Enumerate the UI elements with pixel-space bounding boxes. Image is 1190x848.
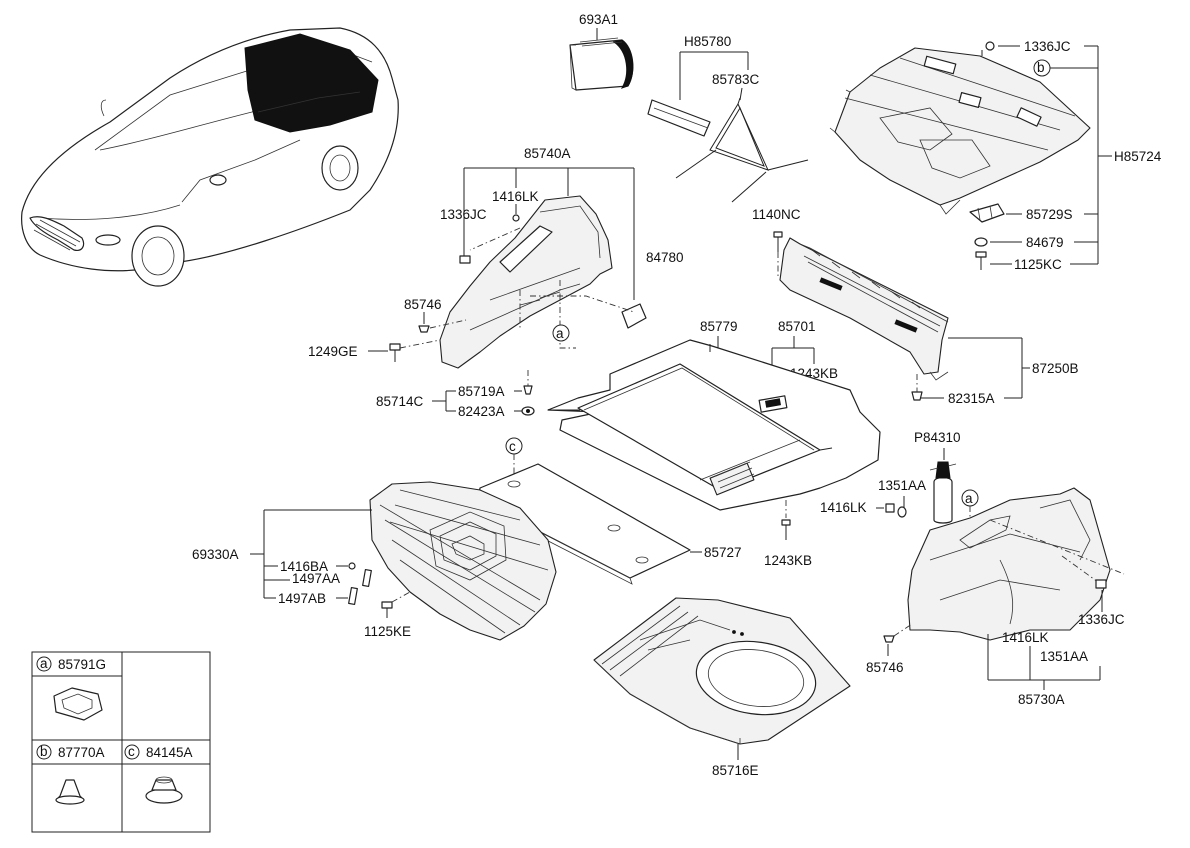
label-1351AA-top: 1351AA bbox=[878, 478, 926, 493]
spare-cover: 69330A 1416BA 1497AA 1497AB 1125KE bbox=[192, 481, 557, 641]
package-tray: 1336JC b H85724 85729S 84679 1125KC bbox=[829, 39, 1162, 272]
legend-b-callout: b bbox=[40, 744, 48, 759]
label-85719A: 85719A bbox=[458, 384, 505, 399]
label-1336JC-top: 1336JC bbox=[1024, 39, 1071, 54]
floor-board: c 85727 bbox=[477, 437, 742, 585]
trunk-floor: 85716E bbox=[593, 597, 851, 778]
label-1497AB: 1497AB bbox=[278, 591, 326, 606]
label-1125KC: 1125KC bbox=[1014, 257, 1062, 272]
right-trunk-trim: P84310 1351AA 1416LK a 1336JC 85746 1416… bbox=[820, 430, 1125, 707]
label-1336JC-left: 1336JC bbox=[440, 207, 487, 222]
label-85714C: 85714C bbox=[376, 394, 424, 409]
label-85716E: 85716E bbox=[712, 763, 759, 778]
label-1351AA-bottom: 1351AA bbox=[1040, 649, 1088, 664]
warning-triangle: H85780 85783C bbox=[647, 34, 809, 203]
legend-a-callout: a bbox=[40, 656, 48, 671]
label-84679: 84679 bbox=[1026, 235, 1064, 250]
label-1249GE: 1249GE bbox=[308, 344, 358, 359]
legend-c-callout: c bbox=[128, 744, 135, 759]
label-693A1: 693A1 bbox=[579, 12, 618, 27]
callout-b: b bbox=[1037, 60, 1045, 75]
car-illustration bbox=[21, 27, 399, 287]
label-85746-left: 85746 bbox=[404, 297, 442, 312]
label-85783C: 85783C bbox=[712, 72, 760, 87]
legend-b-part: 87770A bbox=[58, 745, 105, 760]
label-1416LK-left: 1416LK bbox=[492, 189, 539, 204]
label-82315A: 82315A bbox=[948, 391, 995, 406]
left-trunk-trim: 85740A 1416LK 1336JC 84780 85746 1249GE … bbox=[308, 146, 684, 419]
callout-a-right: a bbox=[965, 491, 973, 506]
label-85746-right: 85746 bbox=[866, 660, 904, 675]
cargo-cover: 85779 85701 1243KB 1243KB bbox=[547, 319, 881, 568]
label-84780: 84780 bbox=[646, 250, 684, 265]
label-1416BA: 1416BA bbox=[280, 559, 328, 574]
legend-a-part: 85791G bbox=[58, 657, 106, 672]
label-1125KE: 1125KE bbox=[364, 624, 411, 639]
label-82423A: 82423A bbox=[458, 404, 505, 419]
label-85740A: 85740A bbox=[524, 146, 571, 161]
label-85701: 85701 bbox=[778, 319, 816, 334]
legend-table: a 85791G b 87770A c 84145A bbox=[31, 651, 211, 833]
label-1497AA: 1497AA bbox=[292, 571, 340, 586]
label-87250B: 87250B bbox=[1032, 361, 1079, 376]
label-1416LK-right: 1416LK bbox=[820, 500, 867, 515]
first-aid-kit: 693A1 bbox=[569, 12, 634, 91]
label-H85724: H85724 bbox=[1114, 149, 1162, 164]
label-85779: 85779 bbox=[700, 319, 738, 334]
label-P84310: P84310 bbox=[914, 430, 961, 445]
legend-c-part: 84145A bbox=[146, 745, 193, 760]
label-H85780: H85780 bbox=[684, 34, 731, 49]
callout-a-left: a bbox=[556, 326, 564, 341]
label-85729S: 85729S bbox=[1026, 207, 1073, 222]
label-69330A: 69330A bbox=[192, 547, 239, 562]
label-1416LK-bottom: 1416LK bbox=[1002, 630, 1049, 645]
label-1140NC: 1140NC bbox=[752, 207, 801, 222]
label-85727: 85727 bbox=[704, 545, 742, 560]
label-85730A: 85730A bbox=[1018, 692, 1065, 707]
label-1336JC-right: 1336JC bbox=[1078, 612, 1125, 627]
label-1243KB-bottom: 1243KB bbox=[764, 553, 812, 568]
trunk-sill: 1140NC 82315A 87250B bbox=[752, 207, 1079, 406]
callout-c: c bbox=[509, 439, 516, 454]
